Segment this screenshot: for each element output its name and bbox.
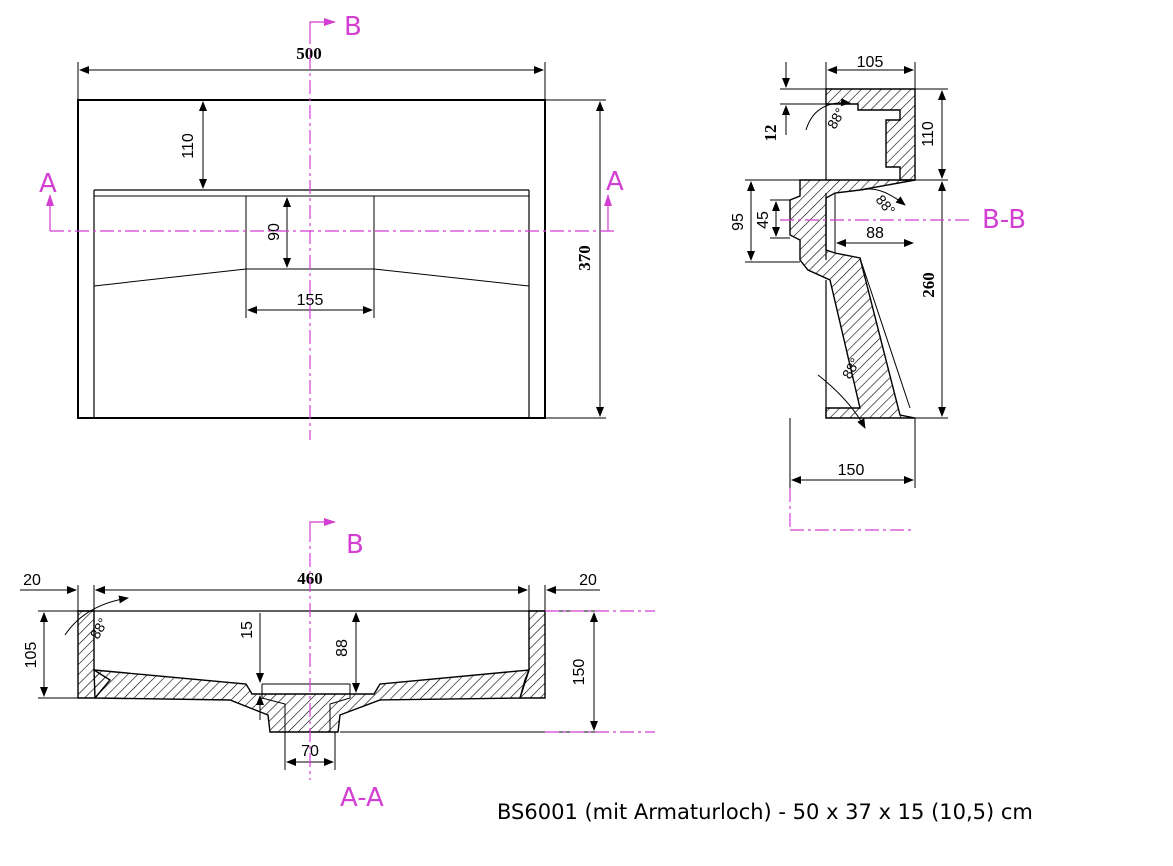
dim-drain-offset: 45 [755, 211, 772, 229]
dim-total-height: 150 [571, 659, 588, 686]
section-label-bb: B-B [982, 205, 1026, 235]
dim-rim-height: 110 [920, 121, 937, 147]
section-mark-a-right: A [606, 167, 624, 197]
dim-left-height: 105 [23, 642, 40, 669]
dim-overflow-height: 95 [730, 213, 747, 231]
dim-front-to-bowl: 110 [180, 133, 197, 159]
top-outline [77, 99, 546, 419]
dim-depth: 370 [575, 245, 594, 271]
bowl-bottom [93, 669, 530, 733]
section-mark-b-top: B [344, 12, 362, 42]
dim-total-depth: 150 [838, 462, 865, 479]
dim-drain-width-front: 70 [301, 743, 319, 760]
dim-rim-thickness: 12 [761, 125, 780, 142]
dim-width: 500 [296, 44, 322, 63]
section-label-aa: A-A [340, 783, 384, 813]
product-caption: BS6001 (mit Armaturloch) - 50 x 37 x 15 … [497, 800, 1033, 824]
dim-bowl-depth: 88 [334, 639, 351, 657]
dim-drain-depth: 90 [266, 223, 283, 241]
dim-left-margin: 20 [23, 572, 41, 589]
dim-drain-depth-front: 15 [239, 621, 256, 639]
side-section: 105 12 110 260 95 45 88 150 [730, 54, 1026, 531]
angle-drain: 88° [873, 192, 899, 219]
angle-rim: 88° [824, 105, 848, 131]
dim-top-depth: 105 [857, 54, 884, 71]
section-mark-b-bottom: B [346, 530, 364, 560]
section-mark-a-left: A [39, 169, 57, 199]
body-section [789, 179, 916, 419]
dim-right-margin: 20 [579, 572, 597, 589]
dim-lower-height: 260 [919, 272, 938, 298]
dim-drain-width-side: 88 [866, 225, 884, 242]
top-view: 500 370 110 90 155 B A A [39, 12, 624, 440]
front-section: 20 460 20 105 150 15 88 70 88° [20, 518, 655, 813]
